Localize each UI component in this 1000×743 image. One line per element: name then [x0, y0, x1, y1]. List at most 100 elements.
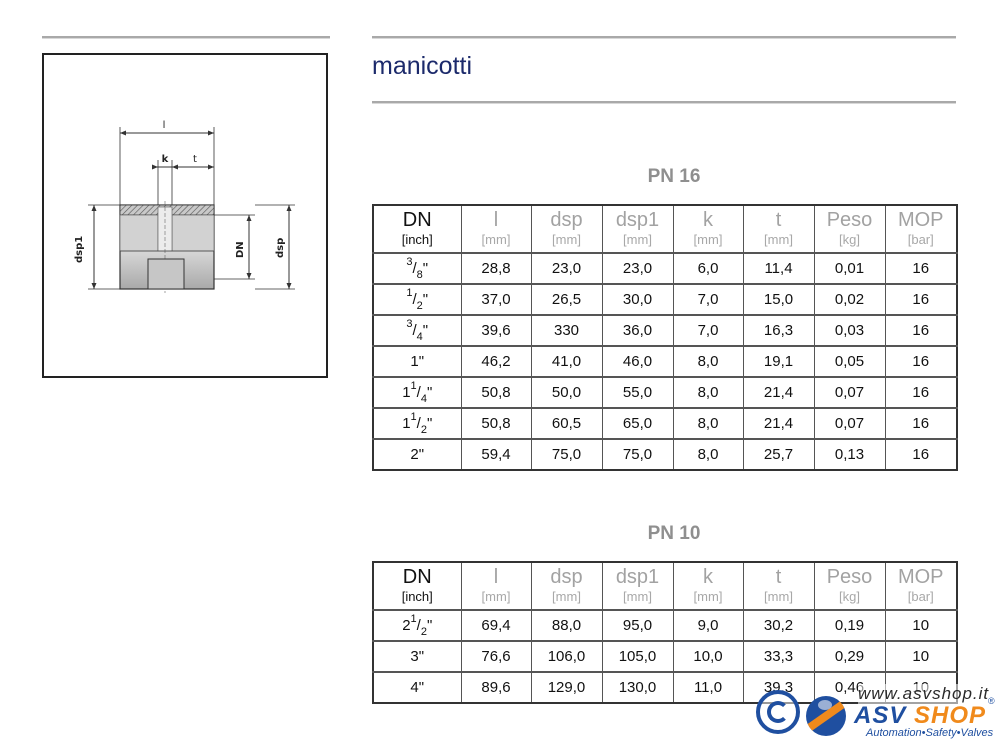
- value-cell: 46,0: [601, 345, 674, 378]
- column-unit: [mm]: [481, 589, 511, 604]
- column-unit: [mm]: [623, 232, 652, 247]
- column-unit: [mm]: [764, 589, 793, 604]
- column-unit: [mm]: [693, 232, 723, 247]
- value-cell: 10: [884, 640, 958, 673]
- value-cell: 10,0: [672, 640, 744, 673]
- value-cell: 50,8: [460, 376, 532, 409]
- dim-dn-label: DN: [235, 241, 246, 258]
- value-cell: 15,0: [742, 283, 815, 316]
- top-divider: [372, 36, 956, 39]
- value-cell: 23,0: [530, 252, 603, 285]
- value-cell: 26,5: [530, 283, 603, 316]
- value-cell: 95,0: [601, 609, 674, 642]
- dn-cell: 2": [372, 438, 462, 471]
- value-cell: 33,3: [742, 640, 815, 673]
- column-header-4: k[mm]: [672, 561, 744, 611]
- dn-denominator: 8: [416, 268, 423, 281]
- pn16-title: PN 16: [647, 166, 701, 187]
- column-name: DN: [402, 566, 432, 588]
- column-header-7: MOP[bar]: [884, 561, 958, 611]
- pn16-header-row: DN[inch]l[mm]dsp[mm]dsp1[mm]k[mm]t[mm]Pe…: [372, 204, 958, 254]
- column-header-1: l[mm]: [460, 561, 532, 611]
- column-header-6: Peso[kg]: [813, 561, 886, 611]
- value-cell: 106,0: [530, 640, 603, 673]
- brand-asv: ASV: [854, 702, 907, 729]
- pn16-table: DN[inch]l[mm]dsp[mm]dsp1[mm]k[mm]t[mm]Pe…: [372, 204, 958, 471]
- dn-whole: 2: [402, 616, 411, 634]
- column-unit: [inch]: [401, 589, 433, 604]
- column-name: k: [703, 566, 713, 588]
- column-name: l: [493, 566, 499, 588]
- value-cell: 50,0: [530, 376, 603, 409]
- column-name: dsp: [550, 566, 583, 588]
- column-name: k: [703, 209, 713, 231]
- dn-whole: 3: [410, 648, 419, 665]
- coupling-cross-section: l k t dsp1 DN: [74, 120, 295, 293]
- column-header-2: dsp[mm]: [530, 561, 603, 611]
- value-cell: 0,02: [813, 283, 886, 316]
- value-cell: 69,4: [460, 609, 532, 642]
- value-cell: 8,0: [672, 438, 744, 471]
- column-unit: [bar]: [907, 589, 934, 604]
- column-header-7: MOP[bar]: [884, 204, 958, 254]
- value-cell: 8,0: [672, 376, 744, 409]
- column-unit: [mm]: [764, 232, 793, 247]
- dn-cell: 21/2": [372, 609, 462, 642]
- value-cell: 16: [884, 407, 958, 440]
- column-header-0: DN[inch]: [372, 204, 462, 254]
- column-name: dsp: [550, 209, 583, 231]
- column-name: MOP: [897, 209, 944, 231]
- value-cell: 0,29: [813, 640, 886, 673]
- dn-numerator: 1: [410, 612, 417, 625]
- dn-whole: 1: [410, 353, 419, 370]
- value-cell: 50,8: [460, 407, 532, 440]
- value-cell: 16: [884, 438, 958, 471]
- value-cell: 46,2: [460, 345, 532, 378]
- dn-whole: 1: [402, 383, 411, 401]
- column-unit: [kg]: [839, 589, 860, 604]
- column-header-2: dsp[mm]: [530, 204, 603, 254]
- value-cell: 41,0: [530, 345, 603, 378]
- value-cell: 0,19: [813, 609, 886, 642]
- value-cell: 21,4: [742, 407, 815, 440]
- dim-dsp-label: dsp: [275, 238, 286, 258]
- dn-whole: 2: [410, 446, 419, 463]
- column-header-4: k[mm]: [672, 204, 744, 254]
- value-cell: 76,6: [460, 640, 532, 673]
- dn-whole: 1: [402, 414, 411, 432]
- dn-cell: 11/4": [372, 376, 462, 409]
- column-header-5: t[mm]: [742, 561, 815, 611]
- value-cell: 7,0: [672, 283, 744, 316]
- dn-numerator: 3: [406, 255, 413, 268]
- column-name: Peso: [826, 566, 873, 588]
- value-cell: 0,03: [813, 314, 886, 347]
- column-unit: [inch]: [401, 232, 433, 247]
- value-cell: 16: [884, 252, 958, 285]
- value-cell: 0,05: [813, 345, 886, 378]
- value-cell: 65,0: [601, 407, 674, 440]
- dim-l-label: l: [163, 120, 166, 131]
- watermark-tagline: Automation•Safety•Valves: [866, 727, 994, 739]
- left-divider: [42, 36, 330, 39]
- brand-shop: SHOP: [914, 702, 987, 729]
- value-cell: 330: [530, 314, 603, 347]
- pn10-header-row: DN[inch]l[mm]dsp[mm]dsp1[mm]k[mm]t[mm]Pe…: [372, 561, 958, 611]
- asvshop-watermark: www.asvshop.it ASV SHOP ® Automation•Saf…: [750, 680, 1000, 743]
- dn-cell: 3": [372, 640, 462, 673]
- column-unit: [mm]: [552, 589, 581, 604]
- value-cell: 16: [884, 283, 958, 316]
- value-cell: 16: [884, 345, 958, 378]
- value-cell: 0,07: [813, 407, 886, 440]
- value-cell: 25,7: [742, 438, 815, 471]
- column-name: DN: [402, 209, 432, 231]
- dn-denominator: 4: [416, 330, 423, 343]
- column-unit: [mm]: [693, 589, 723, 604]
- column-header-6: Peso[kg]: [813, 204, 886, 254]
- value-cell: 8,0: [672, 407, 744, 440]
- column-unit: [bar]: [907, 232, 934, 247]
- value-cell: 23,0: [601, 252, 674, 285]
